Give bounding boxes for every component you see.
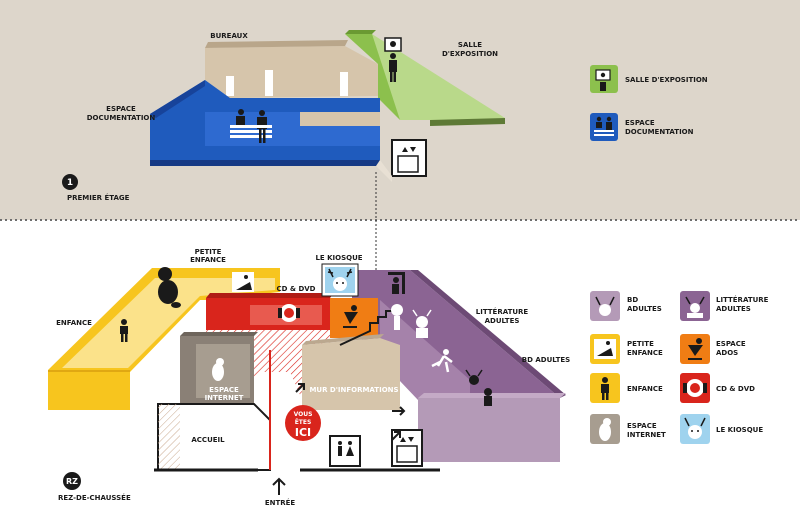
arrow-icon: [295, 383, 305, 393]
espace-ados-icon: [688, 338, 703, 360]
petite-enfance-label-line1: PETITE: [195, 248, 222, 256]
salle-label-line1: SALLE: [458, 41, 482, 49]
enfance-label: ENFANCE: [56, 319, 92, 327]
petite-enfance-label-line2: ENFANCE: [190, 256, 226, 264]
espace-internet-icon: [599, 418, 611, 441]
svg-text:ÊTES: ÊTES: [295, 418, 312, 426]
svg-text:LITTÉRATURE: LITTÉRATURE: [716, 295, 769, 304]
bear-icon: [158, 267, 181, 308]
mur-informations: [302, 338, 400, 410]
ground-legend: BD ADULTES LITTÉRATURE ADULTES PETITE EN…: [590, 291, 769, 444]
svg-text:ENFANCE: ENFANCE: [627, 349, 663, 357]
kiosque-icon: [684, 417, 706, 439]
toilets-room: [329, 435, 361, 467]
kiosque-reindeer-icon: [327, 268, 353, 291]
svg-text:VOUS: VOUS: [294, 411, 313, 418]
child-icon: [120, 319, 128, 342]
floor-rz-name: REZ-DE-CHAUSSÉE: [58, 493, 131, 502]
arrow-right-icon: [392, 406, 406, 416]
svg-text:ADULTES: ADULTES: [716, 305, 751, 313]
salle-label-line2: D'EXPOSITION: [442, 50, 498, 58]
legend-le-kiosque: LE KIOSQUE: [680, 414, 763, 444]
legend-bd-adultes: BD ADULTES: [590, 291, 662, 321]
bd-adultes-icon: [595, 296, 615, 316]
legend-espace-documentation: ESPACE DOCUMENTATION: [590, 113, 694, 141]
upper-floor-plan: [150, 30, 505, 182]
legend-salle-exposition: SALLE D'EXPOSITION: [590, 65, 708, 93]
legend-cd-dvd: CD & DVD: [680, 373, 755, 403]
svg-text:ESPACE: ESPACE: [627, 422, 657, 430]
internet-label-line2: INTERNET: [205, 394, 244, 402]
ground-floor-plan: VOUS ÊTES ICI: [48, 263, 566, 495]
you-are-here-marker: VOUS ÊTES ICI: [285, 405, 321, 441]
litterature-icon: [685, 296, 705, 318]
skater-icon: [343, 305, 358, 328]
litterature-label-line2: ADULTES: [485, 317, 520, 325]
entree-label: ENTRÉE: [265, 498, 296, 507]
accueil-label: ACCUEIL: [191, 436, 225, 444]
bureaux-label: BUREAUX: [210, 32, 248, 40]
mur-informations-label: MUR D'INFORMATIONS: [309, 386, 398, 394]
bd-reindeer-icon: [465, 369, 492, 406]
svg-text:INTERNET: INTERNET: [627, 431, 666, 439]
toilets-icon: [338, 441, 354, 456]
internet-label-line1: ESPACE: [209, 386, 239, 394]
svg-text:ESPACE: ESPACE: [625, 119, 655, 127]
svg-text:LE KIOSQUE: LE KIOSQUE: [716, 426, 763, 434]
reading-figure-icon: [388, 272, 405, 294]
documentation-readers-icon: [230, 109, 272, 143]
lift-arrows-icon: [400, 437, 414, 442]
svg-text:DOCUMENTATION: DOCUMENTATION: [625, 128, 694, 136]
petite-enfance-icon: [594, 339, 616, 359]
kiosque-label: LE KIOSQUE: [315, 254, 362, 262]
svg-text:ENFANCE: ENFANCE: [627, 385, 663, 393]
documentation-icon: [594, 116, 614, 136]
bd-adultes-block: [418, 398, 560, 462]
upper-legend: SALLE D'EXPOSITION ESPACE DOCUMENTATION: [590, 65, 708, 141]
litterature-label-line1: LITTÉRATURE: [476, 307, 529, 316]
legend-espace-ados: ESPACE ADOS: [680, 334, 746, 364]
upper-lift: [391, 139, 427, 177]
entrance-arrow-icon: [272, 477, 286, 495]
legend-litterature-adultes: LITTÉRATURE ADULTES: [680, 291, 769, 321]
cd-dvd-headphones-icon: [278, 304, 300, 322]
legend-espace-internet: ESPACE INTERNET: [590, 414, 666, 444]
enfance-icon: [601, 377, 609, 400]
stairs-icon: [339, 310, 394, 346]
doc-label-line1: ESPACE: [106, 105, 136, 113]
floor-rz-badge: RZ: [63, 472, 81, 490]
bd-adultes-label: BD ADULTES: [522, 356, 570, 364]
floor-1-number: 1: [67, 178, 73, 188]
svg-text:ADOS: ADOS: [716, 349, 738, 357]
svg-text:BD: BD: [627, 296, 638, 304]
petite-enfance-marker-icon: [232, 272, 254, 292]
svg-text:ADULTES: ADULTES: [627, 305, 662, 313]
internet-cat-icon: [212, 358, 224, 381]
legend-petite-enfance: PETITE ENFANCE: [590, 334, 663, 364]
alien-figure-icon: [391, 304, 403, 330]
cd-dvd-label: CD & DVD: [277, 285, 316, 293]
svg-text:SALLE D'EXPOSITION: SALLE D'EXPOSITION: [625, 76, 708, 84]
floor-1-badge: 1: [62, 174, 78, 190]
floor-rz-number: RZ: [66, 477, 78, 486]
exhibition-visitor-icon: [384, 37, 402, 82]
reindeer-reader-icon: [412, 309, 432, 338]
runner-icon: [431, 349, 453, 373]
cd-dvd-icon: [683, 379, 707, 397]
legend-enfance: ENFANCE: [590, 373, 663, 403]
svg-text:PETITE: PETITE: [627, 340, 654, 348]
lift-arrows-icon: [402, 147, 416, 152]
doc-label-line2: DOCUMENTATION: [87, 114, 156, 122]
bureaux-room: [205, 46, 378, 98]
floor-1-name: PREMIER ÉTAGE: [67, 193, 130, 202]
svg-text:ESPACE: ESPACE: [716, 340, 746, 348]
svg-text:CD & DVD: CD & DVD: [716, 385, 755, 393]
svg-text:ICI: ICI: [295, 426, 311, 439]
